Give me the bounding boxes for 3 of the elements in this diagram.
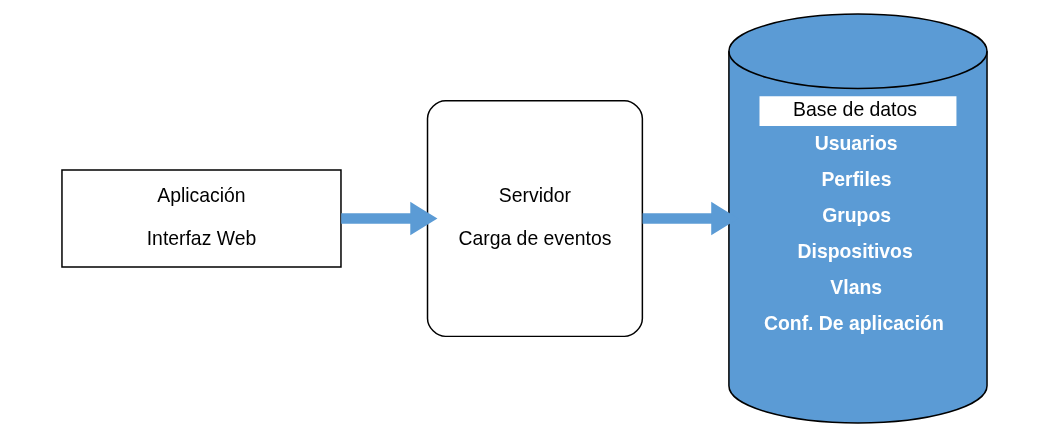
node-box: Servidor Carga de eventos <box>426 99 644 338</box>
node-box: Aplicación Interfaz Web <box>61 169 342 268</box>
arrow <box>341 201 438 236</box>
